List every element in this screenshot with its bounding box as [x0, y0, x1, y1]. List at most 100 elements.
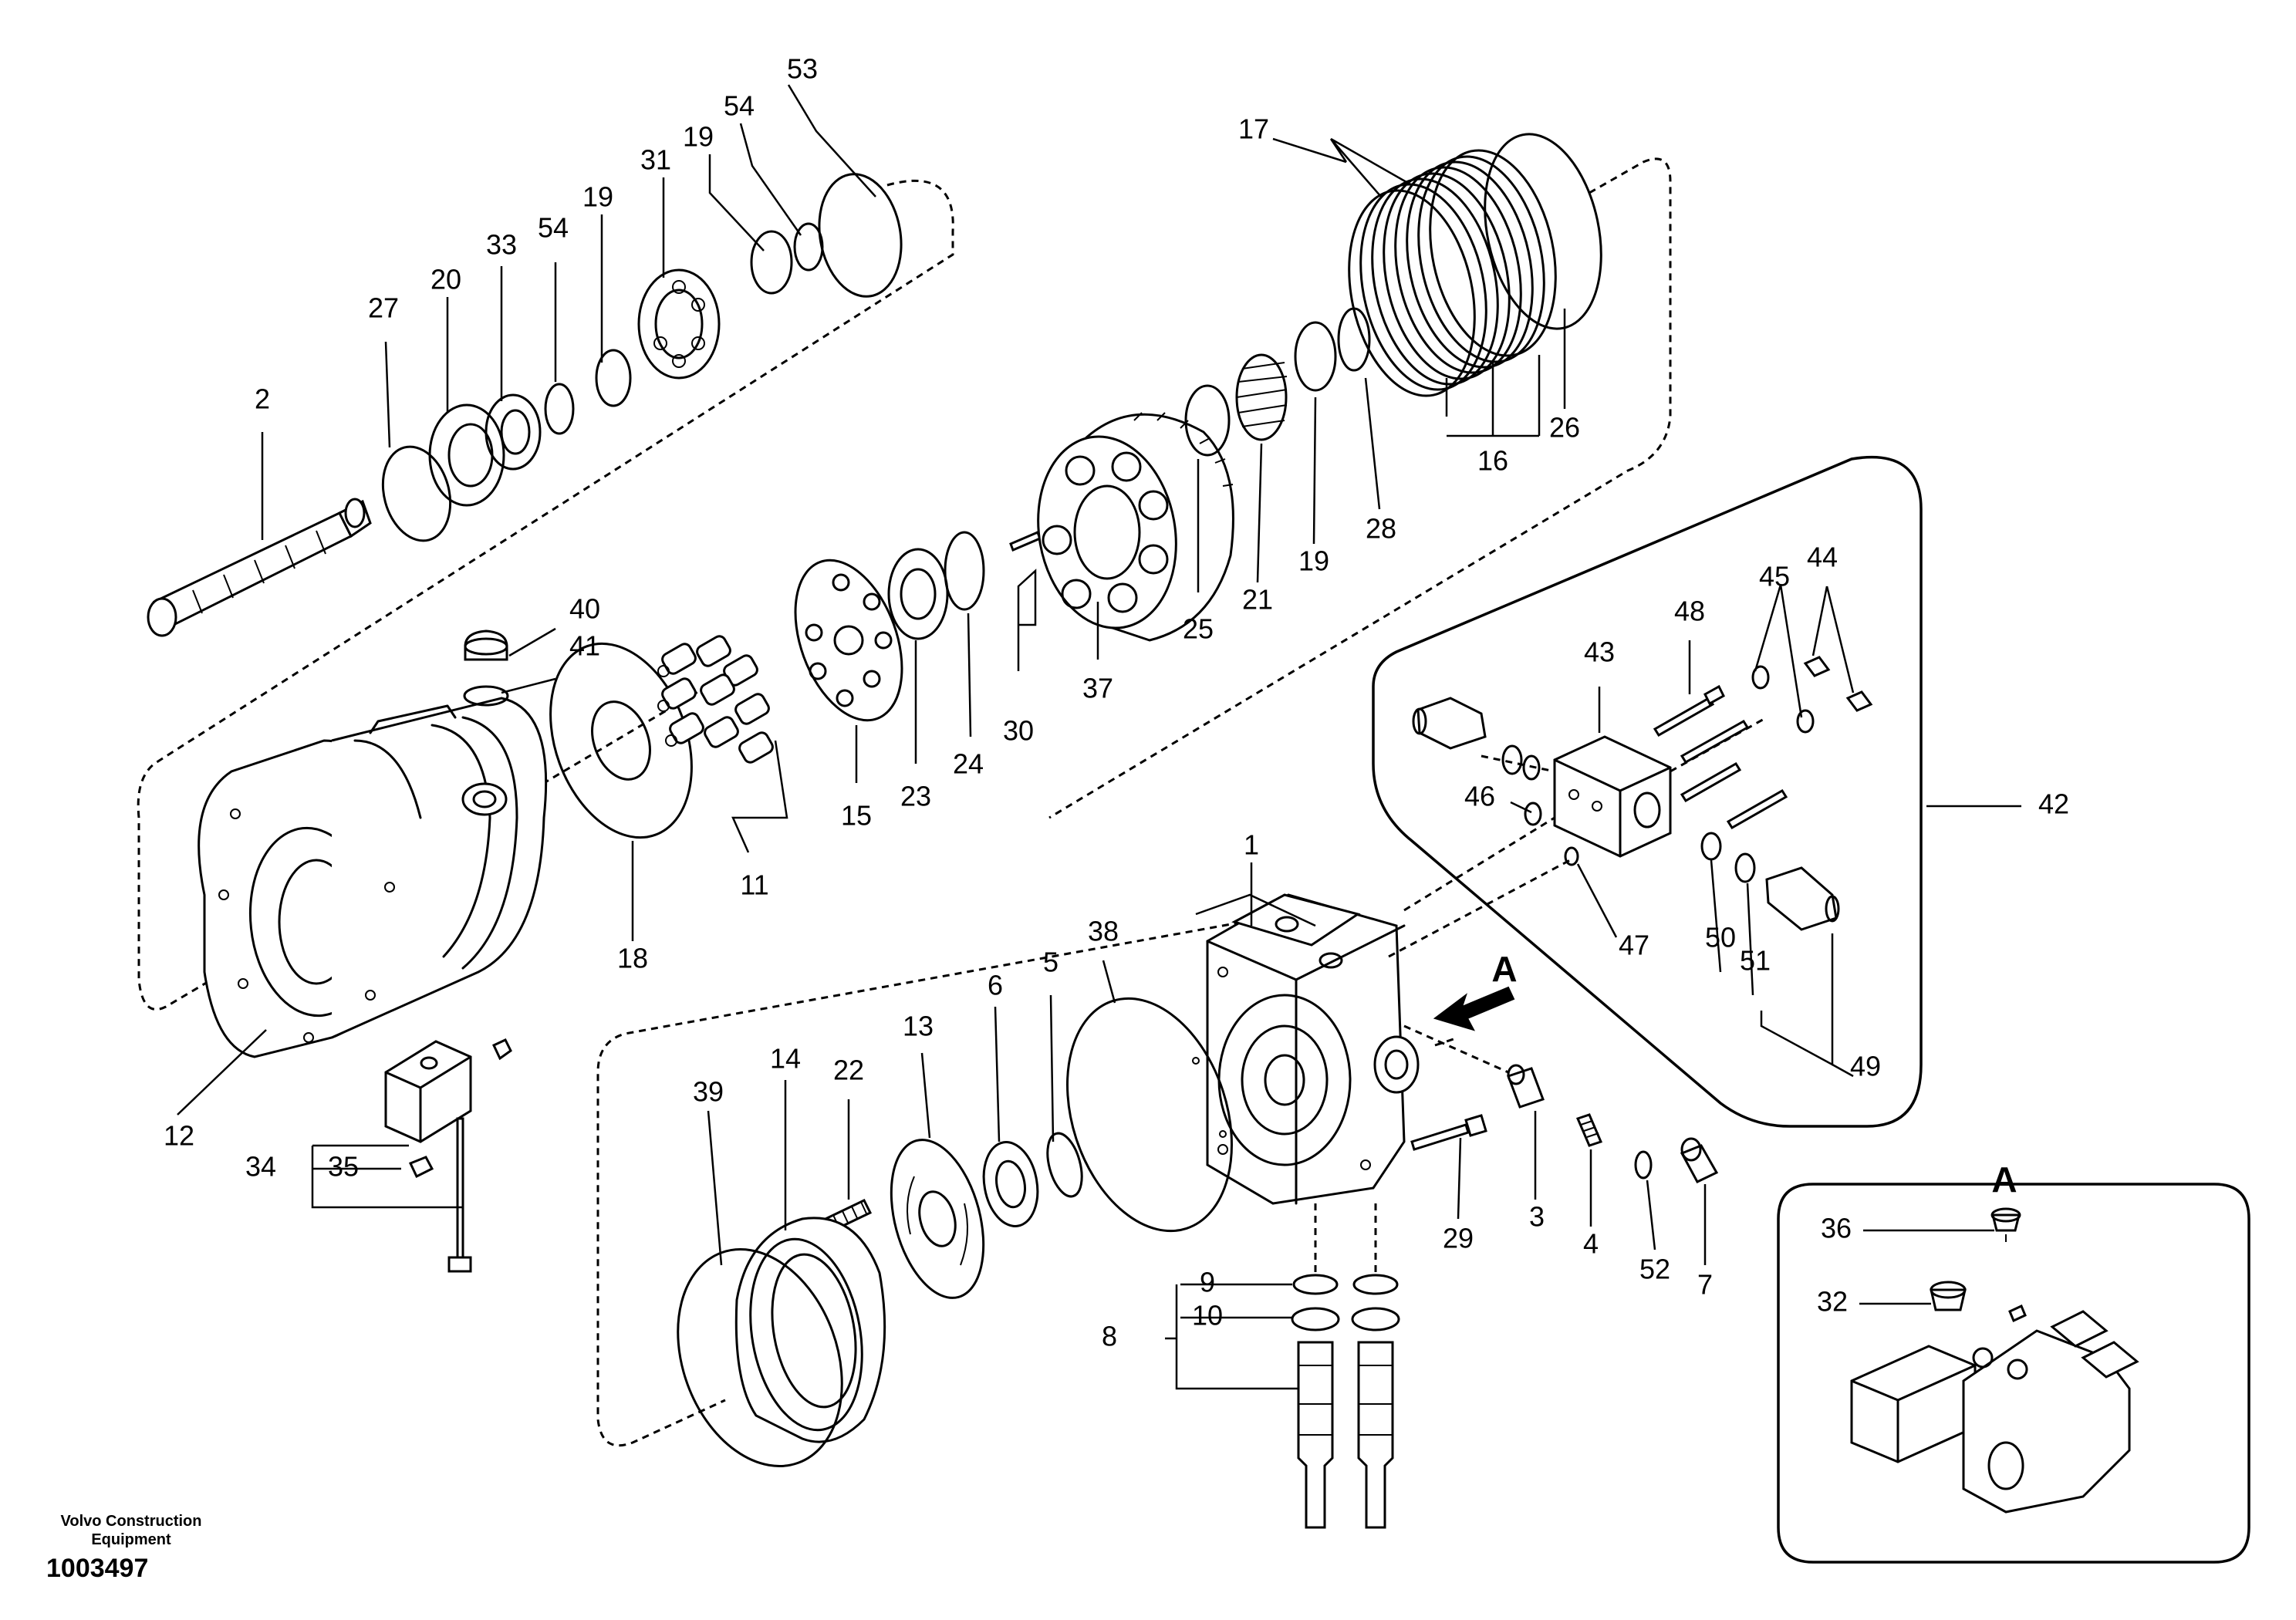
label-22: 22: [833, 1055, 864, 1086]
label-27: 27: [368, 292, 399, 324]
o-ring-39: [677, 1248, 843, 1467]
label-19-upper: 19: [683, 121, 714, 153]
label-50: 50: [1705, 922, 1736, 953]
label-3: 3: [1529, 1201, 1545, 1233]
label-31: 31: [640, 144, 671, 176]
o-ring-47: [1564, 846, 1579, 866]
leader-lines: [177, 84, 2021, 1390]
label-51: 51: [1740, 945, 1771, 977]
label-45: 45: [1759, 561, 1790, 592]
label-41: 41: [569, 630, 600, 662]
label-37: 37: [1082, 673, 1113, 704]
label-54-upper: 54: [724, 90, 755, 122]
collar-33: [485, 393, 542, 471]
relief-valve-left-49: [1412, 697, 1487, 750]
label-14: 14: [770, 1043, 801, 1075]
spring-21: [1235, 353, 1288, 441]
label-23: 23: [900, 781, 931, 812]
label-16: 16: [1477, 445, 1508, 477]
plug-32: [1930, 1281, 1967, 1311]
label-42: 42: [2038, 788, 2069, 820]
o-ring-52: [1634, 1150, 1653, 1180]
o-ring-46: [1524, 802, 1542, 826]
detail-view-a-frame: [1777, 1183, 2250, 1564]
plug-40: [464, 629, 508, 661]
part-labels: 53 54 19 31 19 54 33 20 27 2 17 16 26 28…: [164, 53, 2069, 1352]
label-32: 32: [1817, 1286, 1848, 1318]
rear-assembly-dashed-outline: [1048, 157, 1672, 819]
spring-4: [1575, 1113, 1603, 1147]
brand-line-2: Equipment: [91, 1531, 171, 1548]
label-53: 53: [787, 53, 818, 85]
label-25: 25: [1183, 613, 1214, 645]
valve-plate-13: [890, 1139, 985, 1299]
check-valve-axis-lines: [1314, 1203, 1377, 1273]
label-19-rear: 19: [1298, 545, 1329, 577]
plug-7: [1680, 1137, 1719, 1183]
valve-block-34: [384, 1040, 472, 1143]
view-marker-a: A: [1491, 949, 1517, 989]
label-24: 24: [953, 748, 984, 780]
label-26: 26: [1549, 412, 1580, 444]
valve-kit-42-frame: [1372, 455, 1923, 1128]
o-ring-53: [818, 173, 903, 298]
label-30: 30: [1003, 715, 1034, 747]
snap-ring-54-front: [544, 383, 575, 435]
snap-ring-5: [1046, 1132, 1083, 1198]
label-46: 46: [1464, 781, 1495, 812]
label-6: 6: [988, 970, 1003, 1001]
brand-line-1: Volvo Construction: [60, 1513, 202, 1530]
plug-36: [1990, 1207, 2021, 1242]
label-5: 5: [1043, 947, 1059, 978]
label-10: 10: [1192, 1300, 1223, 1331]
label-36: 36: [1821, 1213, 1852, 1244]
bearing-31: [637, 268, 721, 380]
cylinder-block-37: [1037, 412, 1234, 642]
brake-plates-16-17: [1348, 149, 1557, 397]
check-valve-8: [1297, 1341, 1394, 1529]
label-48: 48: [1674, 596, 1705, 627]
backup-ring-10: [1291, 1307, 1400, 1331]
label-21: 21: [1242, 584, 1273, 616]
bolt-29: [1410, 1114, 1487, 1151]
label-11: 11: [740, 869, 768, 901]
detail-view-a-assembly: [1850, 1304, 2139, 1514]
footer-brand: Volvo Construction Equipment: [39, 1512, 224, 1549]
label-35: 35: [328, 1151, 359, 1183]
drawing-number: 1003497: [46, 1554, 149, 1583]
snap-ring-27: [381, 445, 452, 542]
label-40: 40: [569, 593, 600, 625]
ring-25: [1184, 384, 1231, 457]
shim-19-rear: [1294, 321, 1337, 392]
valve-block-43: [1553, 735, 1672, 858]
label-2: 2: [255, 383, 270, 415]
label-38: 38: [1088, 916, 1119, 947]
retainer-plate-15: [794, 559, 903, 722]
lower-assembly-dashed-outline: [596, 916, 1266, 1447]
o-rings-left-51: [1501, 744, 1541, 781]
spline-bushing-23: [887, 548, 949, 640]
shim-19-front: [595, 349, 632, 407]
bolts-48: [1653, 684, 1788, 830]
label-33: 33: [486, 229, 517, 261]
label-34: 34: [245, 1151, 276, 1183]
relief-valve-right-49: [1734, 852, 1840, 931]
label-9: 9: [1200, 1267, 1215, 1298]
shim-19-upper: [750, 230, 793, 295]
label-28: 28: [1366, 513, 1396, 545]
label-44: 44: [1807, 542, 1838, 573]
ring-24: [944, 531, 985, 611]
plug-35: [408, 1156, 434, 1179]
shaft-part-2: [147, 498, 372, 637]
o-ring-50: [1700, 832, 1722, 861]
label-29: 29: [1443, 1223, 1474, 1254]
rear-cover-part-1: [1192, 893, 1420, 1205]
label-12: 12: [164, 1120, 194, 1152]
label-4: 4: [1583, 1228, 1599, 1260]
bolt-34: [447, 1038, 512, 1273]
o-ring-9: [1292, 1274, 1399, 1295]
label-54-front: 54: [538, 212, 569, 244]
label-20: 20: [430, 264, 461, 295]
label-49: 49: [1850, 1051, 1881, 1082]
